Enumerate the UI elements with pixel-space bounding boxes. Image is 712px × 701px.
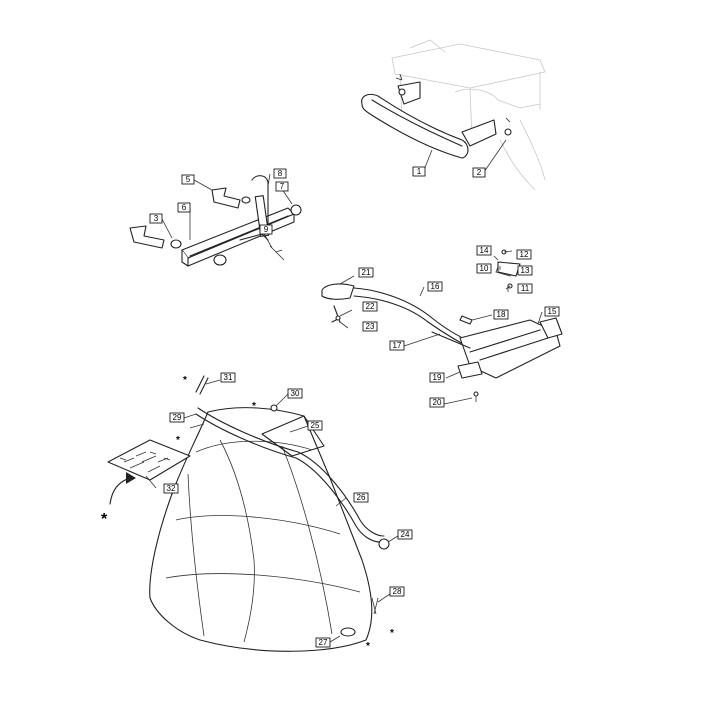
svg-text:22: 22	[366, 302, 375, 311]
svg-text:19: 19	[433, 373, 442, 382]
svg-text:3: 3	[154, 214, 159, 223]
svg-text:14: 14	[480, 246, 489, 255]
asterisk-marker: *	[183, 375, 187, 386]
hitch-bar-assembly	[129, 175, 302, 267]
callout-c26: 25	[307, 420, 323, 431]
callout-c29: 24	[397, 529, 413, 540]
svg-text:11: 11	[521, 284, 530, 293]
svg-text:12: 12	[520, 250, 529, 259]
callout-c20: 17	[389, 340, 405, 351]
callout-c22: 20	[429, 397, 445, 408]
svg-text:16: 16	[431, 282, 440, 291]
svg-text:10: 10	[480, 264, 489, 273]
leader-lines	[145, 139, 543, 643]
svg-text:1: 1	[417, 167, 422, 176]
svg-text:26: 26	[357, 493, 366, 502]
callout-c28: 26	[353, 492, 369, 503]
callout-c18: 18	[493, 309, 509, 320]
callout-c27: 32	[163, 483, 179, 494]
asterisk-marker: *	[252, 401, 256, 412]
callout-c1: 1	[412, 166, 426, 177]
callout-c16: 22	[362, 301, 378, 312]
callout-c15: 16	[427, 281, 443, 292]
callout-c25: 29	[169, 412, 185, 423]
svg-text:25: 25	[311, 421, 320, 430]
svg-text:30: 30	[291, 389, 300, 398]
callout-c11: 10	[476, 263, 492, 274]
callout-c14: 21	[358, 267, 374, 278]
callout-c21: 19	[429, 372, 445, 383]
callout-c24: 30	[287, 388, 303, 399]
svg-text:31: 31	[224, 373, 233, 382]
callout-c8: 9	[259, 224, 273, 235]
callout-c17: 23	[362, 321, 378, 332]
callout-c13: 11	[517, 283, 533, 294]
svg-text:5: 5	[186, 175, 191, 184]
svg-text:21: 21	[362, 268, 371, 277]
svg-text:15: 15	[548, 307, 557, 316]
svg-text:13: 13	[521, 266, 530, 275]
svg-text:20: 20	[433, 398, 442, 407]
callout-c10: 12	[516, 249, 532, 260]
lift-lever-assembly	[321, 249, 563, 402]
asterisk-marker: *	[366, 641, 370, 652]
asterisk-markers: * * * * * *	[101, 375, 394, 652]
svg-text:8: 8	[278, 169, 283, 178]
callout-c12: 13	[517, 265, 533, 276]
callout-c19: 15	[544, 306, 560, 317]
callout-c4: 5	[181, 174, 195, 185]
callout-c31: 27	[315, 637, 331, 648]
svg-text:32: 32	[167, 484, 176, 493]
bumper-bolts	[395, 73, 512, 136]
callout-c2: 2	[472, 167, 486, 178]
callout-c7: 8	[273, 168, 287, 179]
asterisk-marker: *	[101, 511, 108, 528]
svg-text:9: 9	[264, 225, 269, 234]
svg-text:17: 17	[393, 341, 402, 350]
callout-c30: 28	[389, 586, 405, 597]
decal-sheet	[107, 439, 191, 481]
callout-c9: 14	[476, 245, 492, 256]
svg-text:6: 6	[182, 203, 187, 212]
decal-arrow	[109, 472, 136, 505]
svg-text:18: 18	[497, 310, 506, 319]
svg-text:24: 24	[401, 530, 410, 539]
grass-catcher	[149, 375, 390, 652]
svg-text:29: 29	[173, 413, 182, 422]
asterisk-marker: *	[390, 628, 394, 639]
asterisk-marker: *	[176, 435, 180, 446]
callout-c23: 31	[220, 372, 236, 383]
callout-c5: 6	[177, 202, 191, 213]
svg-text:7: 7	[280, 182, 285, 191]
svg-text:28: 28	[393, 587, 402, 596]
svg-text:23: 23	[366, 322, 375, 331]
svg-text:27: 27	[319, 638, 328, 647]
svg-text:2: 2	[477, 168, 482, 177]
callout-c3: 3	[149, 213, 163, 224]
front-bumper	[361, 81, 497, 159]
callout-c6: 7	[275, 181, 289, 192]
